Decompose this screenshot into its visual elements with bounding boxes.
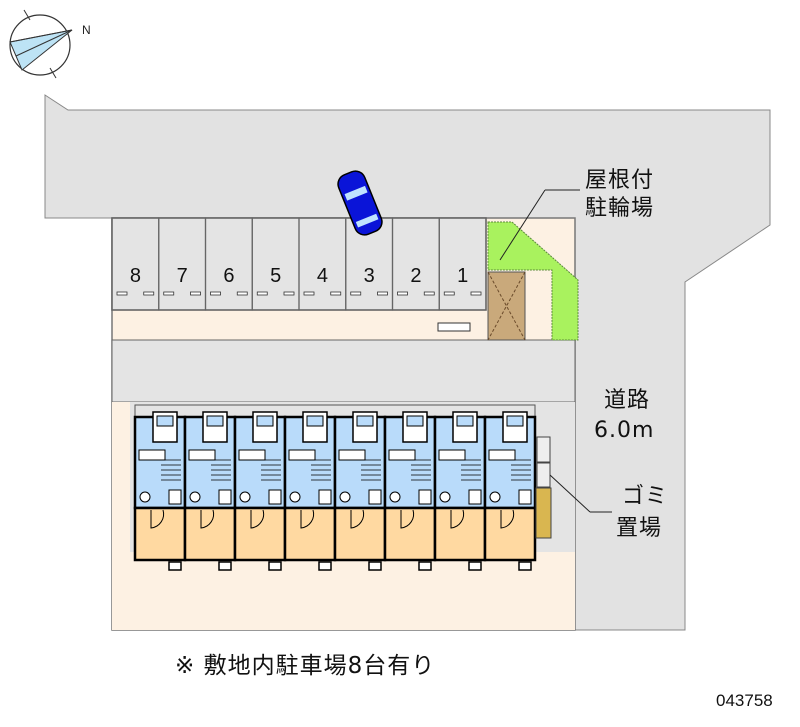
garbage-label-line2: 置場 bbox=[616, 516, 663, 541]
parking-space-number: 4 bbox=[317, 265, 328, 287]
driveway bbox=[111, 339, 576, 403]
footnote: ※ 敷地内駐車場8台有り bbox=[175, 653, 436, 679]
apartment-unit bbox=[333, 411, 387, 571]
car-icon bbox=[337, 170, 383, 236]
apartment-unit bbox=[383, 411, 437, 571]
parking-space: 4 bbox=[298, 217, 347, 311]
parking-space-number: 1 bbox=[457, 265, 468, 287]
bike-parking-label-line2: 駐輪場 bbox=[585, 196, 655, 221]
meter-sign bbox=[437, 322, 471, 332]
apartment-unit bbox=[433, 411, 487, 571]
road-width-label: 6.0m bbox=[594, 418, 655, 443]
parking-space-number: 8 bbox=[130, 265, 141, 287]
apartment-unit bbox=[233, 411, 287, 571]
parking-space-number: 3 bbox=[364, 265, 375, 287]
bike-parking-label-line1: 屋根付 bbox=[585, 168, 655, 193]
apartment-unit bbox=[283, 411, 337, 571]
garbage-label-line1: ゴミ bbox=[622, 484, 669, 509]
parking-space-number: 2 bbox=[410, 265, 421, 287]
parking-space-number: 5 bbox=[270, 265, 281, 287]
garbage-area bbox=[535, 436, 552, 539]
parking-space-number: 7 bbox=[177, 265, 188, 287]
apartment-unit bbox=[133, 411, 187, 571]
parking-space: 1 bbox=[438, 217, 487, 311]
property-id: 043758 bbox=[716, 691, 773, 710]
apartment-unit bbox=[183, 411, 237, 571]
planting bbox=[487, 221, 579, 341]
road-label-line1: 道路 bbox=[604, 388, 651, 413]
parking-space-number: 6 bbox=[223, 265, 234, 287]
north-label: N bbox=[82, 23, 91, 37]
compass-icon: N bbox=[9, 9, 91, 79]
apartment-unit bbox=[483, 411, 537, 571]
